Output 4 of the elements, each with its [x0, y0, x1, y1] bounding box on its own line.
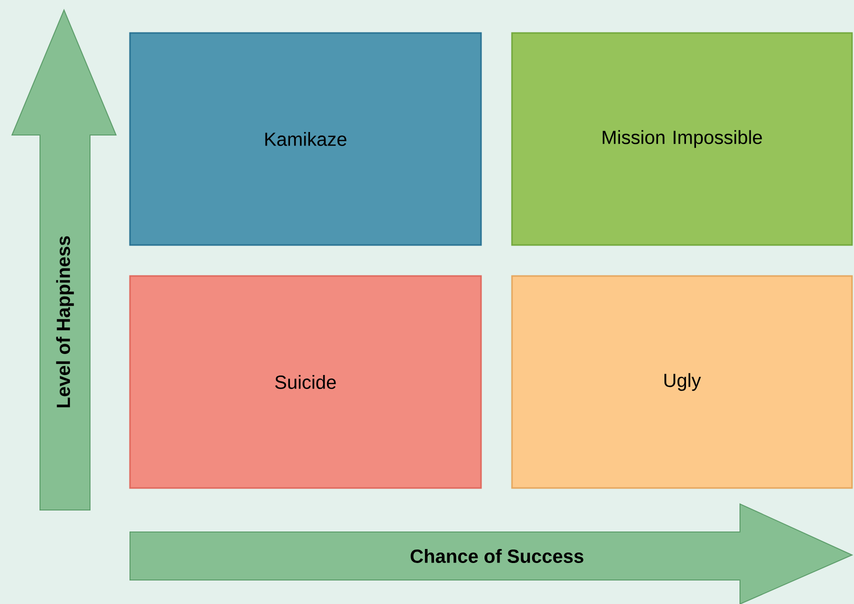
quadrant-box: Suicide	[129, 275, 482, 489]
quadrant-box: Ugly	[511, 275, 853, 489]
quadrant-box: Mission Impossible	[511, 32, 853, 246]
quadrant-box: Kamikaze	[129, 32, 482, 246]
